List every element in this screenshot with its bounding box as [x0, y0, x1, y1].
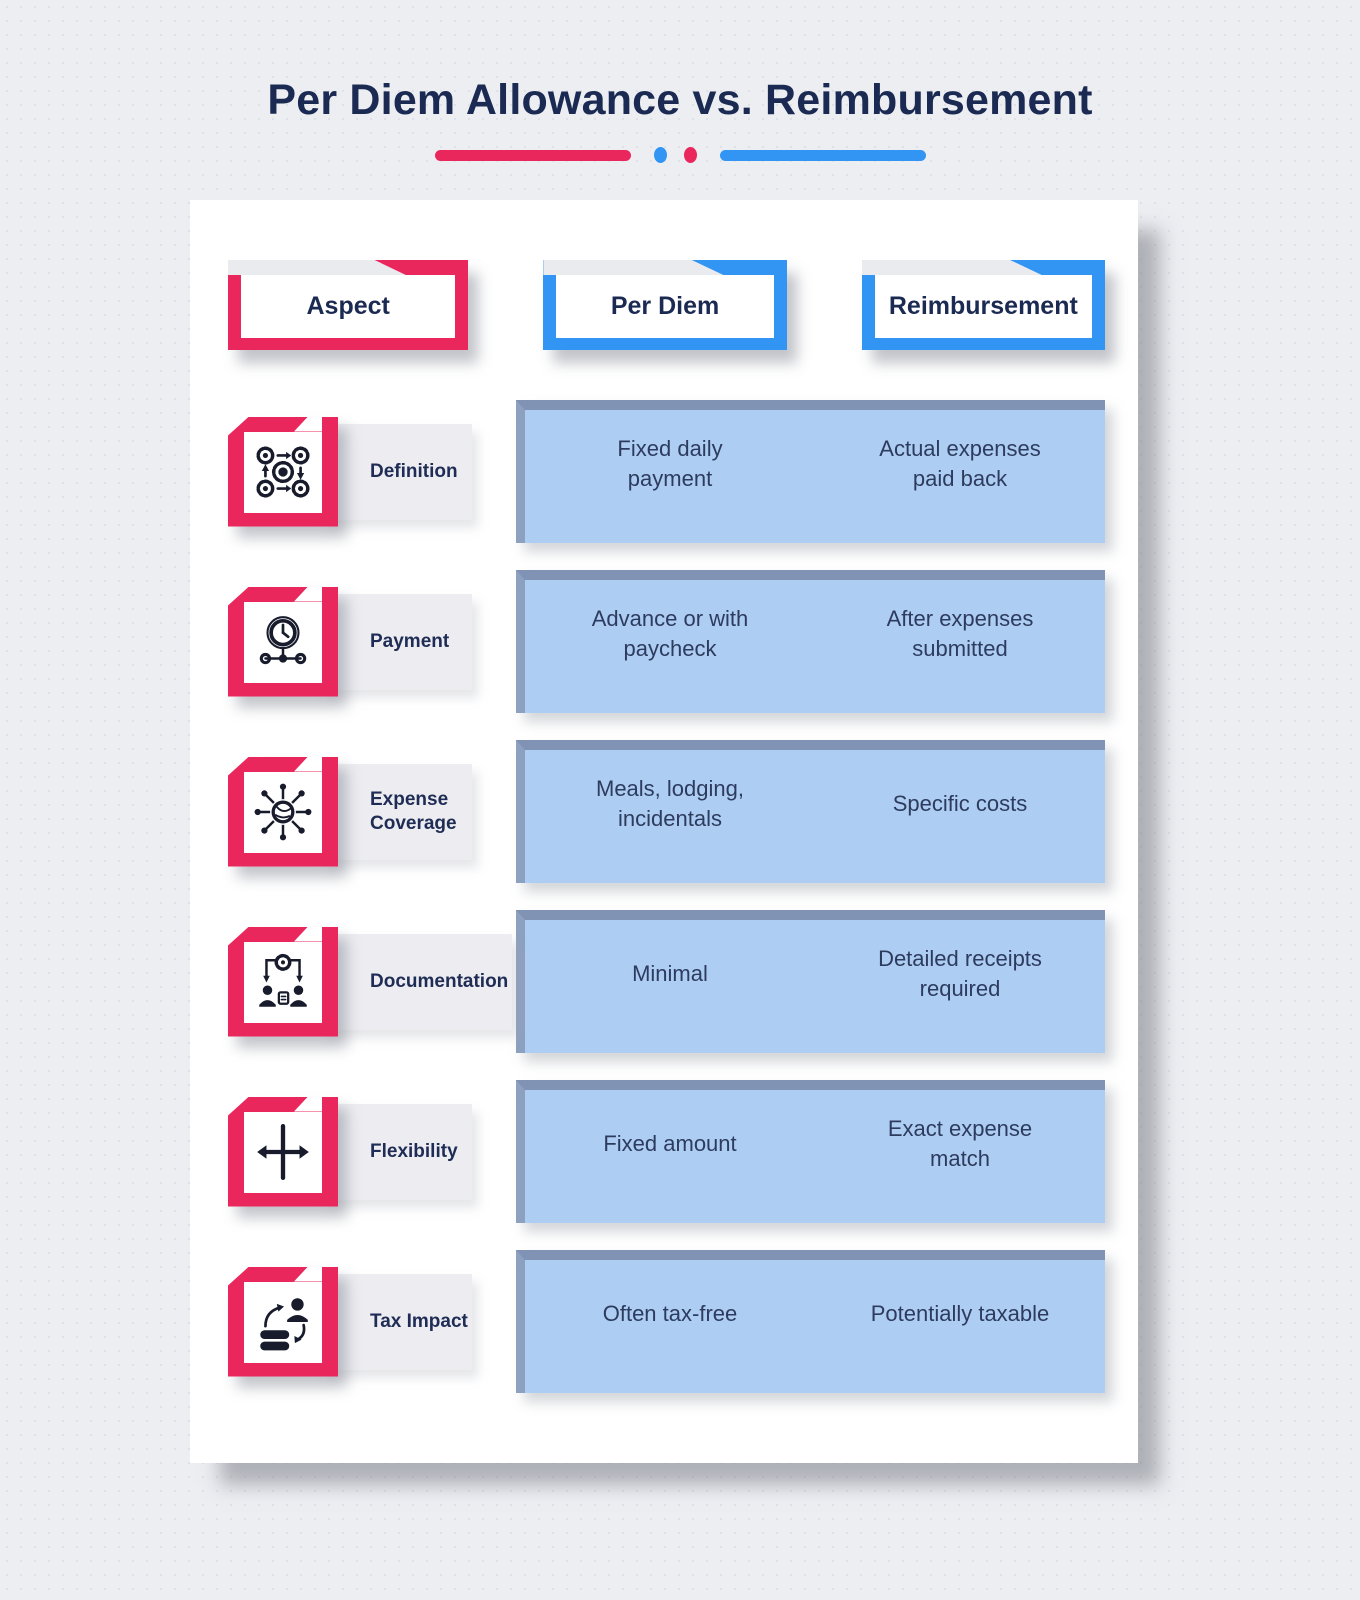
comparison-values: Advance or with paycheck After expenses … — [516, 570, 1105, 713]
reimbursement-value: Specific costs — [892, 790, 1028, 816]
folded-corner — [294, 586, 322, 602]
title-underline-decoration — [0, 147, 1360, 163]
per-diem-value: Fixed amount — [603, 1130, 737, 1156]
pink-line-decoration — [434, 149, 631, 161]
aspect-icon-box — [228, 926, 338, 1037]
aspect-icon-box — [228, 416, 338, 527]
folded-corner-strip — [543, 260, 724, 275]
reimbursement-value: Exact expense match — [887, 1115, 1033, 1171]
comparison-row: Documentation Minimal Detailed receipts … — [228, 910, 1105, 1053]
per-diem-value: Minimal — [632, 960, 708, 986]
folded-corner-strip — [861, 260, 1042, 275]
folded-corner — [294, 1096, 322, 1112]
aspect-icon-box — [228, 1096, 338, 1207]
folded-corner — [294, 1266, 322, 1282]
folded-corner — [294, 416, 322, 432]
reimbursement-value: Actual expenses paid back — [879, 435, 1041, 491]
per-diem-value: Often tax-free — [602, 1300, 738, 1326]
blue-dot-decoration — [653, 147, 667, 163]
page-title: Per Diem Allowance vs. Reimbursement — [267, 76, 1093, 124]
folded-corner — [294, 756, 322, 772]
per-diem-value: Advance or with paycheck — [591, 605, 749, 661]
column-header-reimbursement: Reimbursement — [861, 260, 1105, 350]
table-header-row: Aspect Per Diem Reimbursement — [228, 260, 1105, 350]
comparison-row: Flexibility Fixed amount Exact expense m… — [228, 1080, 1105, 1223]
crossroads-arrow-icon — [244, 1112, 322, 1193]
reimbursement-value: Potentially taxable — [870, 1300, 1050, 1326]
comparison-values: Fixed daily payment Actual expenses paid… — [516, 400, 1105, 543]
coverage-network-icon — [244, 772, 322, 853]
comparison-values: Fixed amount Exact expense match — [516, 1080, 1105, 1223]
comparison-row: Tax Impact Often tax-free Potentially ta… — [228, 1250, 1105, 1393]
comparison-row: Expense Coverage Meals, lodging, inciden… — [228, 740, 1105, 883]
comparison-row: Definition Fixed daily payment Actual ex… — [228, 400, 1105, 543]
folded-corner-strip — [228, 260, 406, 275]
person-assets-cycle-icon — [244, 1282, 322, 1363]
comparison-card: Aspect Per Diem Reimbursement — [190, 200, 1138, 1463]
aspect-label: Definition — [322, 423, 472, 520]
aspect-label: Expense Coverage — [322, 763, 472, 860]
aspect-label: Documentation — [322, 933, 513, 1030]
aspect-label: Tax Impact — [322, 1273, 472, 1370]
comparison-values: Often tax-free Potentially taxable — [516, 1250, 1105, 1393]
aspect-label: Flexibility — [322, 1103, 472, 1200]
reimbursement-value: After expenses submitted — [886, 605, 1034, 661]
blue-line-decoration — [719, 149, 926, 161]
per-diem-value: Fixed daily payment — [617, 435, 723, 491]
comparison-values: Meals, lodging, incidentals Specific cos… — [516, 740, 1105, 883]
people-process-icon — [244, 942, 322, 1023]
process-gears-icon — [244, 432, 322, 513]
aspect-icon-box — [228, 586, 338, 697]
comparison-rows: Definition Fixed daily payment Actual ex… — [228, 400, 1105, 1393]
per-diem-value: Meals, lodging, incidentals — [596, 775, 744, 831]
aspect-icon-box — [228, 756, 338, 867]
aspect-label: Payment — [322, 593, 472, 690]
column-header-aspect: Aspect — [228, 260, 469, 350]
folded-corner — [294, 926, 322, 942]
pink-dot-decoration — [683, 147, 697, 163]
comparison-values: Minimal Detailed receipts required — [516, 910, 1105, 1053]
comparison-row: Payment Advance or with paycheck After e… — [228, 570, 1105, 713]
clock-network-icon — [244, 602, 322, 683]
aspect-icon-box — [228, 1266, 338, 1377]
reimbursement-value: Detailed receipts required — [878, 945, 1042, 1001]
column-header-per-diem: Per Diem — [543, 260, 787, 350]
